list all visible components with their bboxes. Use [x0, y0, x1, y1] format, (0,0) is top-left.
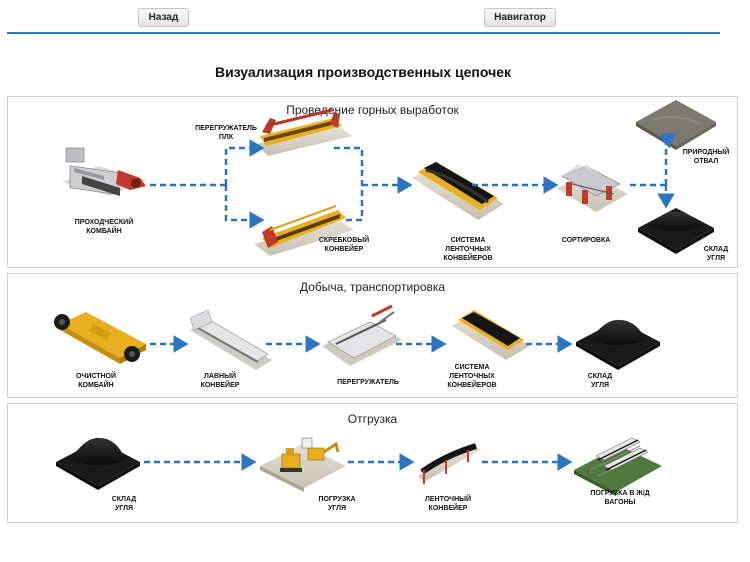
coal-loading-image [260, 437, 346, 492]
panel-title: Проведение горных выработок [286, 103, 459, 117]
belt-conveyor-system-image [412, 162, 504, 220]
sorting-plant-image [556, 164, 628, 212]
back-button[interactable]: Назад [138, 8, 189, 27]
face-conveyor-image [189, 309, 272, 370]
panel1-arrows [150, 132, 676, 229]
rail-wagons-image [574, 437, 662, 496]
belt-conveyor-system-image [452, 310, 530, 360]
label-sorting: СОРТИРОВКА [561, 237, 611, 244]
reloader-plk-image [256, 108, 352, 156]
scraper-conveyor-image [254, 205, 354, 256]
header-divider [7, 32, 720, 34]
reloader-image [322, 304, 402, 366]
natural-dump-image [636, 100, 716, 150]
roadheader-image [62, 147, 146, 196]
shearer-image [54, 312, 146, 364]
coal-store-image [576, 319, 660, 370]
page-title: Визуализация производственных цепочек [214, 64, 512, 80]
label-reloader: ПЕРЕГРУЖАТЕЛЬ [337, 379, 399, 386]
panel-title: Добыча, транспортировка [299, 280, 446, 294]
coal-store-image [638, 208, 714, 254]
navigator-button[interactable]: Навигатор [484, 8, 556, 27]
panel-title: Отгрузка [347, 412, 398, 426]
belt-conveyor-image [418, 443, 480, 484]
coal-store-image [56, 437, 140, 490]
